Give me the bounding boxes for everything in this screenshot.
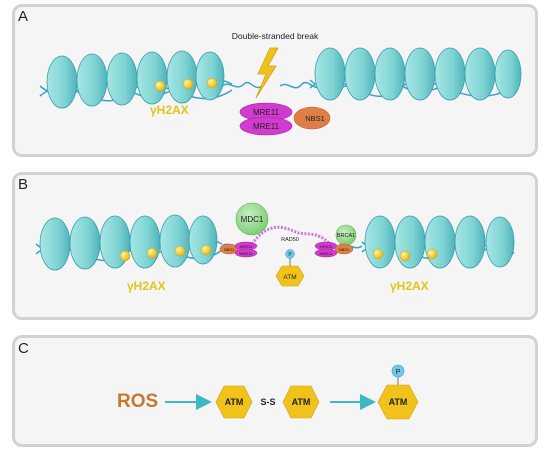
panel-b-label: B xyxy=(18,176,29,193)
chromatin-right-a xyxy=(309,47,522,101)
mrn-complex-a xyxy=(239,102,331,136)
h2ax-label-a: γH2AX xyxy=(150,103,189,117)
atm-hexagon-c3 xyxy=(377,384,419,420)
mre11-label-a2: MRE11 xyxy=(253,122,280,131)
phosphate-label-b: P xyxy=(288,252,292,258)
nbs1-label-a: NBS1 xyxy=(305,114,325,123)
mre11-label-b-left-2: MRE11 xyxy=(239,251,253,256)
h2ax-label-b-left: γH2AX xyxy=(127,279,166,293)
phosphate-icon-c xyxy=(391,364,405,378)
dsb-title: Double-stranded break xyxy=(232,31,319,41)
mrn-complex-b-right xyxy=(314,241,354,258)
mre11-label-a1: MRE11 xyxy=(253,108,280,117)
atm-hexagon-c1 xyxy=(215,385,253,419)
dna-strand-a-left xyxy=(221,81,263,89)
chromatin-right-b xyxy=(361,215,515,269)
panel-c xyxy=(12,335,538,447)
mre11-label-b-right-2: MRE11 xyxy=(319,251,333,256)
chromatin-left-b xyxy=(35,214,223,271)
atm-label-c2: ATM xyxy=(292,397,311,407)
atm-label-b: ATM xyxy=(283,274,296,281)
nbs1-label-b-right: NBS1 xyxy=(339,247,350,252)
nbs1-label-b-left: NBS1 xyxy=(224,247,235,252)
ros-label: ROS xyxy=(117,391,158,412)
chromatin-left-a xyxy=(39,50,233,109)
mre11-label-b-right-1: MRE11 xyxy=(319,244,333,249)
disulfide-label: S-S xyxy=(260,397,275,407)
phosphate-label-c: P xyxy=(396,369,401,376)
atm-hexagon-c2 xyxy=(282,385,320,419)
panel-a-label: A xyxy=(18,8,29,25)
rad50-label: RAD50 xyxy=(281,237,299,243)
dna-strand-a-right xyxy=(279,81,323,89)
mre11-label-b-left-1: MRE11 xyxy=(239,244,253,249)
mrn-complex-b-left xyxy=(219,241,258,258)
phosphate-icon-b xyxy=(285,249,295,259)
atm-label-c1: ATM xyxy=(225,397,244,407)
h2ax-label-b-right: γH2AX xyxy=(390,279,429,293)
brca1-label: BRCA1 xyxy=(337,233,355,239)
rad50-link xyxy=(250,225,332,246)
lightning-bolt-icon xyxy=(255,47,279,99)
mdc1-protein xyxy=(235,202,269,236)
mdc1-label: MDC1 xyxy=(241,215,264,224)
atm-hexagon-b xyxy=(275,265,305,287)
panel-c-label: C xyxy=(18,340,29,357)
atm-label-c3: ATM xyxy=(389,397,408,407)
